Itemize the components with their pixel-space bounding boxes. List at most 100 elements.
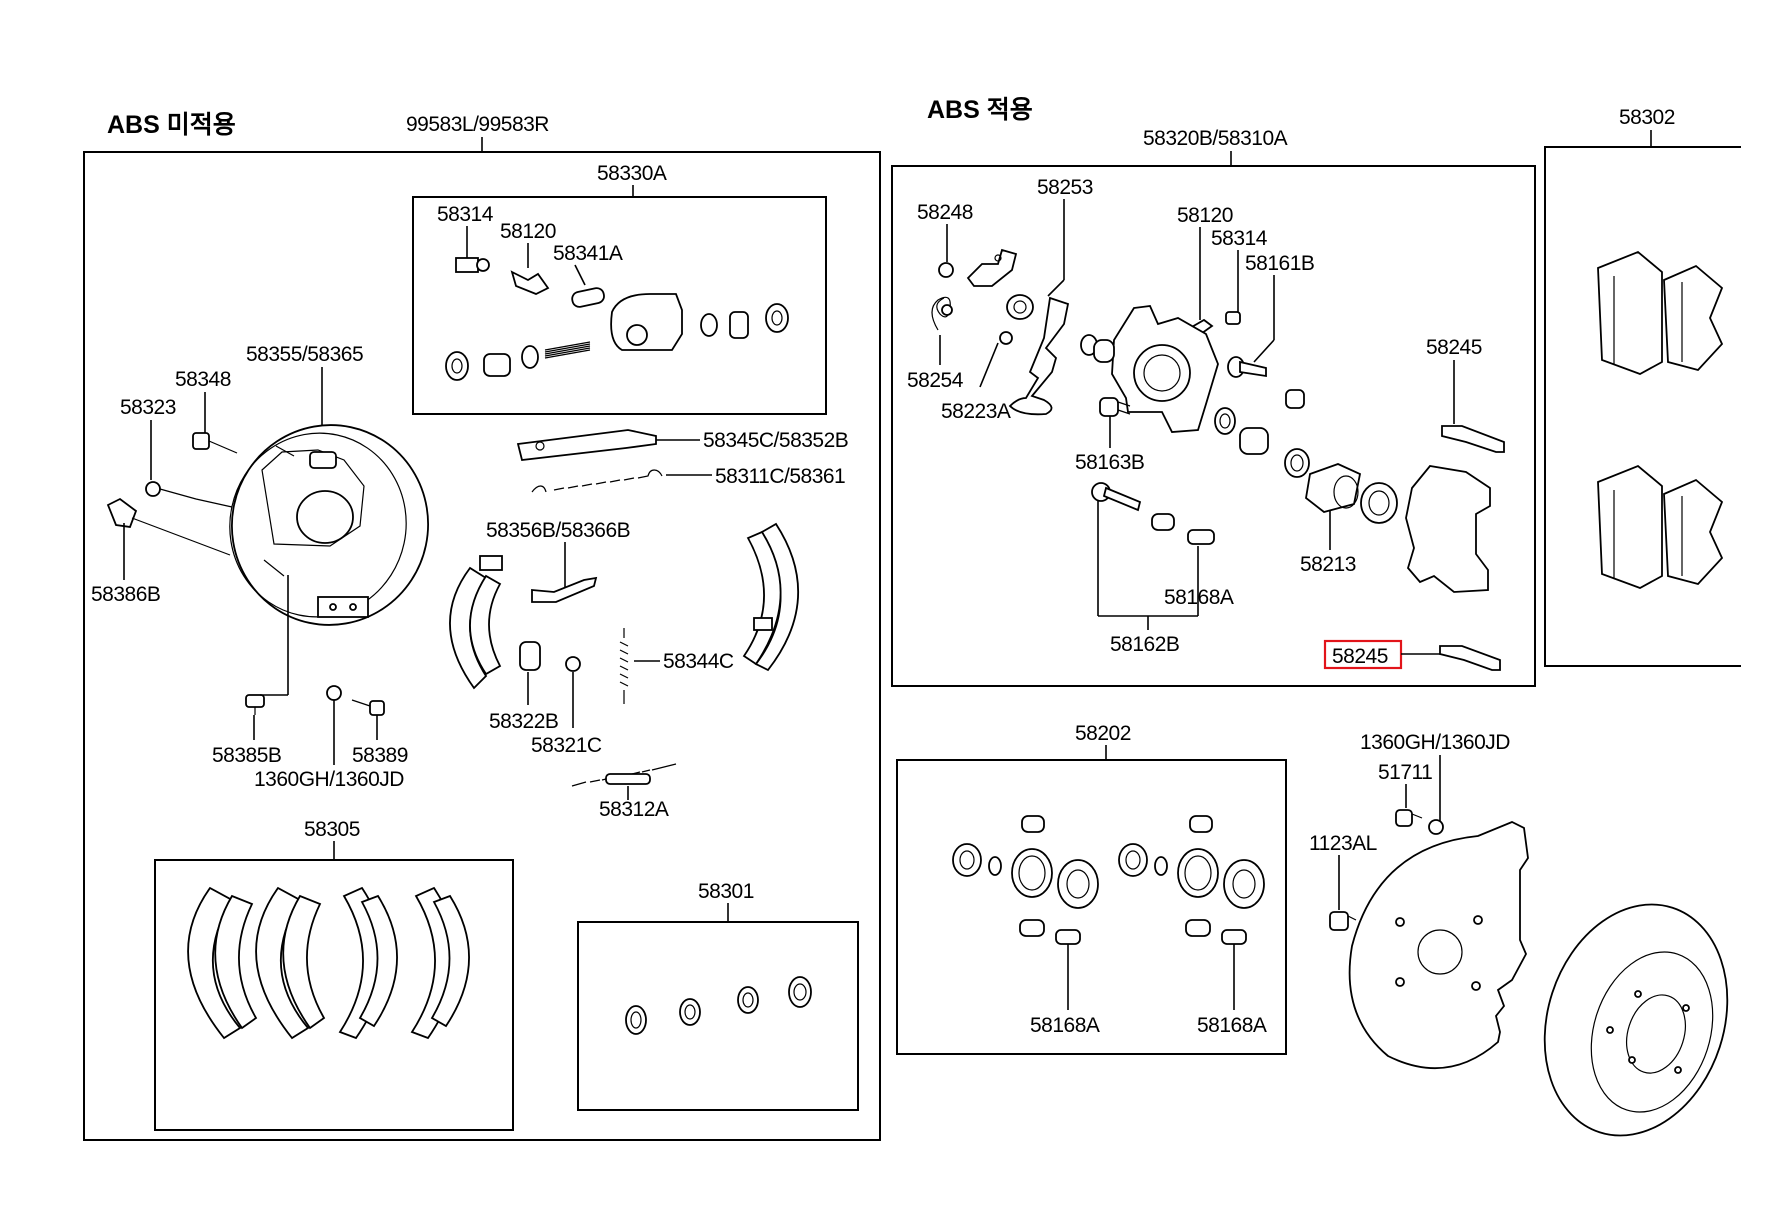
label-58301[interactable]: 58301 (698, 880, 754, 903)
label-58245-highlighted[interactable]: 58245 (1332, 645, 1388, 668)
cup-58321c-icon (565, 656, 581, 672)
piston-seal-icon (1284, 448, 1310, 478)
label-58322b[interactable]: 58322B (489, 710, 559, 733)
label-58202[interactable]: 58202 (1075, 722, 1131, 745)
dust-shield-icon (1348, 821, 1529, 1070)
bolt-51711-icon (1395, 809, 1423, 827)
label-58162b[interactable]: 58162B (1110, 633, 1180, 656)
label-58311c[interactable]: 58311C/58361 (715, 465, 846, 488)
bolt-1123al-icon (1329, 911, 1357, 931)
label-c58120[interactable]: 58120 (1177, 204, 1233, 227)
brake-shoe-left-icon (449, 555, 503, 690)
label-58168a-left[interactable]: 58168A (1030, 1014, 1100, 1037)
label-58323[interactable]: 58323 (120, 396, 176, 419)
washer-1360gh-right-icon (1428, 819, 1444, 835)
bolt-58389-icon (351, 699, 385, 716)
pad-clip-top-icon (1441, 425, 1505, 453)
cap-58253-icon (1006, 294, 1034, 320)
wheel-cylinder-body-icon (610, 293, 683, 351)
label-58356b[interactable]: 58356B/58366B (486, 519, 631, 542)
hold-down-spring-icon (519, 641, 541, 671)
brake-disc-icon (1543, 903, 1729, 1137)
label-58386b[interactable]: 58386B (91, 583, 161, 606)
label-backing-plate[interactable]: 58355/58365 (246, 343, 364, 366)
label-caliper-assy[interactable]: 58320B/58310A (1143, 127, 1288, 150)
label-drum-assy[interactable]: 99583L/99583R (406, 113, 550, 136)
label-58253[interactable]: 58253 (1037, 176, 1093, 199)
leader-58223a (979, 342, 999, 388)
header-abs-applied: ABS 적용 (927, 96, 1033, 124)
return-spring-upper-icon (531, 469, 663, 493)
label-wc-58341a[interactable]: 58341A (553, 242, 623, 265)
label-58168a-right[interactable]: 58168A (1197, 1014, 1267, 1037)
bleeder-screw-icon (455, 257, 490, 273)
brake-pads-upper-icon (1597, 250, 1724, 375)
label-c58314[interactable]: 58314 (1211, 227, 1268, 250)
carrier-bracket-icon (1405, 465, 1491, 593)
header-abs-not-applied: ABS 미적용 (107, 111, 236, 139)
label-51711[interactable]: 51711 (1378, 761, 1433, 784)
bush-58213-icon (1239, 427, 1269, 455)
spring-58254-icon (931, 296, 953, 331)
cylinder-seals-icon (700, 303, 789, 339)
dust-boot-icon (1360, 482, 1398, 524)
label-1123al[interactable]: 1123AL (1309, 832, 1377, 855)
pad-clip-bottom-icon (1439, 645, 1501, 671)
label-58223a[interactable]: 58223A (941, 400, 1011, 423)
bolt-58163b-icon (1099, 397, 1131, 417)
guide-pin-bolt-icon (1091, 482, 1142, 512)
label-58245-top[interactable]: 58245 (1426, 336, 1482, 359)
nut-58248-icon (938, 262, 954, 278)
label-58385b[interactable]: 58385B (212, 744, 282, 767)
label-58302[interactable]: 58302 (1619, 106, 1675, 129)
bracket-58253-icon (966, 248, 1018, 287)
washer-1360gh-icon (326, 685, 342, 701)
label-wheel-cyl-kit[interactable]: 58330A (597, 162, 667, 185)
bolt-58223a-icon (999, 331, 1013, 345)
bolt-58323-icon (145, 481, 233, 508)
guide-bush-icon (1080, 334, 1115, 363)
backing-plate-icon (229, 424, 429, 626)
leader-58253-d (1047, 279, 1065, 297)
brake-shoe-right-icon (742, 522, 800, 672)
plug-58385b-icon (245, 694, 265, 715)
label-wc-58120[interactable]: 58120 (500, 220, 556, 243)
label-1360gh-right[interactable]: 1360GH/1360JD (1360, 731, 1511, 754)
label-58345c[interactable]: 58345C/58352B (703, 429, 849, 452)
label-58348[interactable]: 58348 (175, 368, 231, 391)
caliper-housing-icon (1111, 305, 1219, 433)
label-58168a-cal[interactable]: 58168A (1164, 586, 1234, 609)
brake-pads-lower-icon (1597, 464, 1724, 589)
label-58389[interactable]: 58389 (352, 744, 408, 767)
cap-58314-icon (1225, 311, 1241, 325)
label-58161b[interactable]: 58161B (1245, 252, 1315, 275)
repair-kit-frame (577, 921, 859, 1111)
pad-kit-frame (1544, 146, 1741, 667)
seal-ring-icon (1214, 407, 1236, 435)
label-58163b[interactable]: 58163B (1075, 451, 1145, 474)
seal-kit-frame (896, 759, 1287, 1055)
seal-kit-right-icon (1118, 815, 1265, 945)
label-58305[interactable]: 58305 (304, 818, 360, 841)
label-1360gh-left[interactable]: 1360GH/1360JD (254, 768, 405, 791)
label-58213[interactable]: 58213 (1300, 553, 1356, 576)
leader-58161b-d (1253, 339, 1275, 363)
label-58312a[interactable]: 58312A (599, 798, 669, 821)
label-58254[interactable]: 58254 (907, 369, 964, 392)
seal-kit-left-icon (952, 815, 1099, 945)
grommet-58386b-icon (106, 497, 138, 528)
leader-wc-58341a (574, 264, 586, 286)
piston-58213-icon (1305, 463, 1362, 513)
repair-kit-seals-icon (625, 976, 812, 1035)
shoe-kit-shoes-icon (187, 886, 470, 1040)
adjuster-lever-icon (516, 429, 657, 461)
label-58248[interactable]: 58248 (917, 201, 973, 224)
label-wc-58314[interactable]: 58314 (437, 203, 494, 226)
bleeder-valve-icon (510, 270, 550, 295)
parking-lever-icon (531, 576, 598, 603)
label-58321c[interactable]: 58321C (531, 734, 602, 757)
wheel-cylinder-kit-frame (412, 196, 827, 415)
label-58344c[interactable]: 58344C (663, 650, 734, 673)
